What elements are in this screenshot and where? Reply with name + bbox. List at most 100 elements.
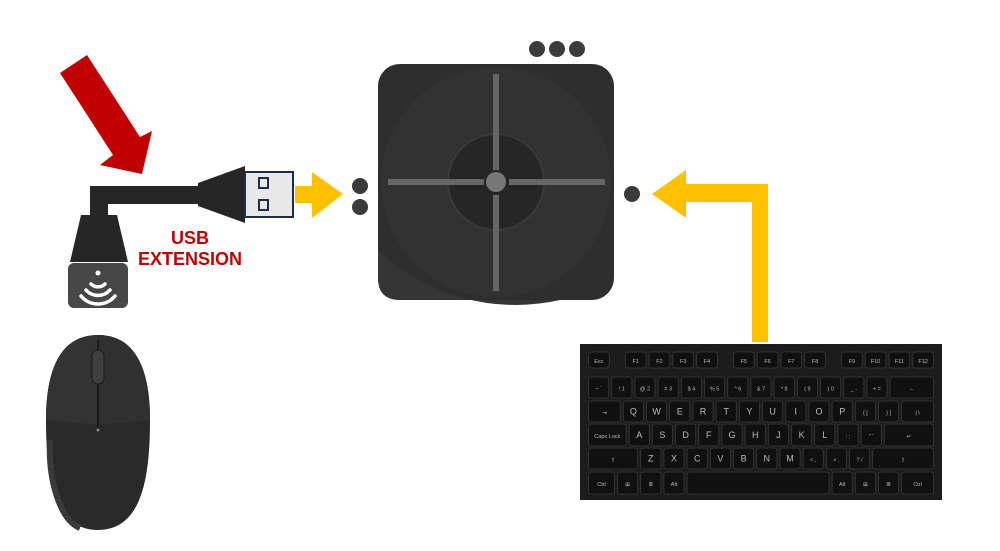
port-dot bbox=[624, 186, 640, 202]
key-label: F11 bbox=[895, 359, 904, 365]
key-label: ? / bbox=[857, 458, 864, 464]
key: + = bbox=[866, 376, 888, 399]
key-label: ⇧ bbox=[611, 457, 616, 464]
key: : ; bbox=[837, 423, 859, 447]
key: Esc bbox=[588, 351, 610, 369]
key: F8 bbox=[804, 351, 826, 369]
key-label: % 5 bbox=[710, 387, 719, 393]
key-label: D bbox=[682, 430, 689, 440]
key-label: + = bbox=[873, 387, 881, 393]
key: Ctrl bbox=[901, 471, 934, 495]
key: B bbox=[733, 447, 755, 470]
key: N bbox=[756, 447, 778, 470]
key-label: @ 2 bbox=[640, 387, 650, 393]
key-label: V bbox=[717, 454, 723, 464]
key: ⇧ bbox=[588, 447, 639, 470]
key-label: F9 bbox=[849, 359, 855, 365]
key: } ] bbox=[878, 400, 900, 423]
key: F7 bbox=[780, 351, 803, 369]
key-label: R bbox=[700, 407, 707, 417]
key-label: Q bbox=[630, 407, 637, 417]
key: ≣ bbox=[640, 471, 662, 495]
key: F9 bbox=[841, 351, 863, 369]
key-label: Alt bbox=[671, 482, 678, 488]
key: G bbox=[721, 423, 743, 447]
key: K bbox=[791, 423, 813, 447]
key-label: | \ bbox=[915, 411, 920, 417]
key: V bbox=[709, 447, 731, 470]
key-label: F3 bbox=[680, 359, 686, 365]
key-label: N bbox=[764, 454, 771, 464]
key-label: Alt bbox=[839, 482, 846, 488]
console-device bbox=[378, 64, 614, 305]
key: ⊞ bbox=[617, 471, 639, 495]
key-label: F8 bbox=[812, 359, 818, 365]
key: E bbox=[669, 400, 691, 423]
wireless-icon bbox=[79, 270, 117, 306]
key-label: " ' bbox=[869, 434, 874, 440]
key-label: F5 bbox=[741, 359, 747, 365]
key-label: ^ 6 bbox=[734, 387, 741, 393]
key: F1 bbox=[624, 351, 647, 369]
key: ⇥ bbox=[588, 400, 621, 423]
key: Y bbox=[738, 400, 760, 423]
key-label: $ 4 bbox=[688, 387, 696, 393]
key-label: ) 0 bbox=[827, 387, 833, 393]
key-label: # 3 bbox=[664, 387, 672, 393]
key-label: F12 bbox=[918, 359, 927, 365]
key: Z bbox=[640, 447, 662, 470]
key-label: E bbox=[677, 407, 683, 417]
key: J bbox=[767, 423, 789, 447]
key: F10 bbox=[864, 351, 887, 369]
key-label: H bbox=[752, 430, 759, 440]
key: ! 1 bbox=[611, 376, 633, 399]
key: ⊞ bbox=[854, 471, 876, 495]
key: Caps Lock bbox=[588, 423, 627, 447]
key: ↵ bbox=[883, 423, 934, 447]
key: F bbox=[698, 423, 720, 447]
key-label: P bbox=[839, 407, 845, 417]
key-label: F6 bbox=[764, 359, 770, 365]
key-label: ← bbox=[909, 387, 915, 393]
key: C bbox=[686, 447, 708, 470]
key-label: T bbox=[723, 407, 729, 417]
key-label: B bbox=[741, 454, 747, 464]
usb-label-line2: EXTENSION bbox=[138, 249, 242, 269]
key-label: ~ ` bbox=[595, 387, 602, 393]
key: F11 bbox=[888, 351, 911, 369]
key: _ - bbox=[843, 376, 865, 399]
key-label: A bbox=[636, 430, 642, 440]
key: ⇧ bbox=[872, 447, 934, 470]
key-label: ⊞ bbox=[625, 482, 630, 488]
key: | \ bbox=[901, 400, 934, 423]
key-label: ⇥ bbox=[602, 411, 607, 417]
key-label: ⊞ bbox=[863, 482, 868, 488]
key: F4 bbox=[696, 351, 718, 369]
connection-arrow-icon bbox=[295, 172, 343, 218]
key: ≣ bbox=[878, 471, 900, 495]
key: $ 4 bbox=[680, 376, 702, 399]
key bbox=[686, 471, 830, 495]
key: S bbox=[651, 423, 673, 447]
key: X bbox=[663, 447, 685, 470]
key-label: & 7 bbox=[757, 387, 765, 393]
key-label: F10 bbox=[871, 359, 880, 365]
key-label: < , bbox=[810, 458, 817, 464]
key: > . bbox=[825, 447, 847, 470]
pointer-arrow-icon bbox=[60, 55, 152, 174]
key-label: ≣ bbox=[886, 479, 891, 488]
key-label: G bbox=[728, 430, 735, 440]
key-label: ⇧ bbox=[901, 457, 906, 464]
key: < , bbox=[802, 447, 824, 470]
key-label: K bbox=[799, 430, 805, 440]
key-label: J bbox=[776, 430, 781, 440]
key: M bbox=[779, 447, 801, 470]
key: W bbox=[646, 400, 668, 423]
key: % 5 bbox=[704, 376, 726, 399]
key: F6 bbox=[756, 351, 779, 369]
mouse bbox=[46, 335, 150, 531]
key-label: U bbox=[769, 407, 776, 417]
key-label: ≣ bbox=[648, 479, 653, 488]
key-label: Z bbox=[648, 454, 654, 464]
